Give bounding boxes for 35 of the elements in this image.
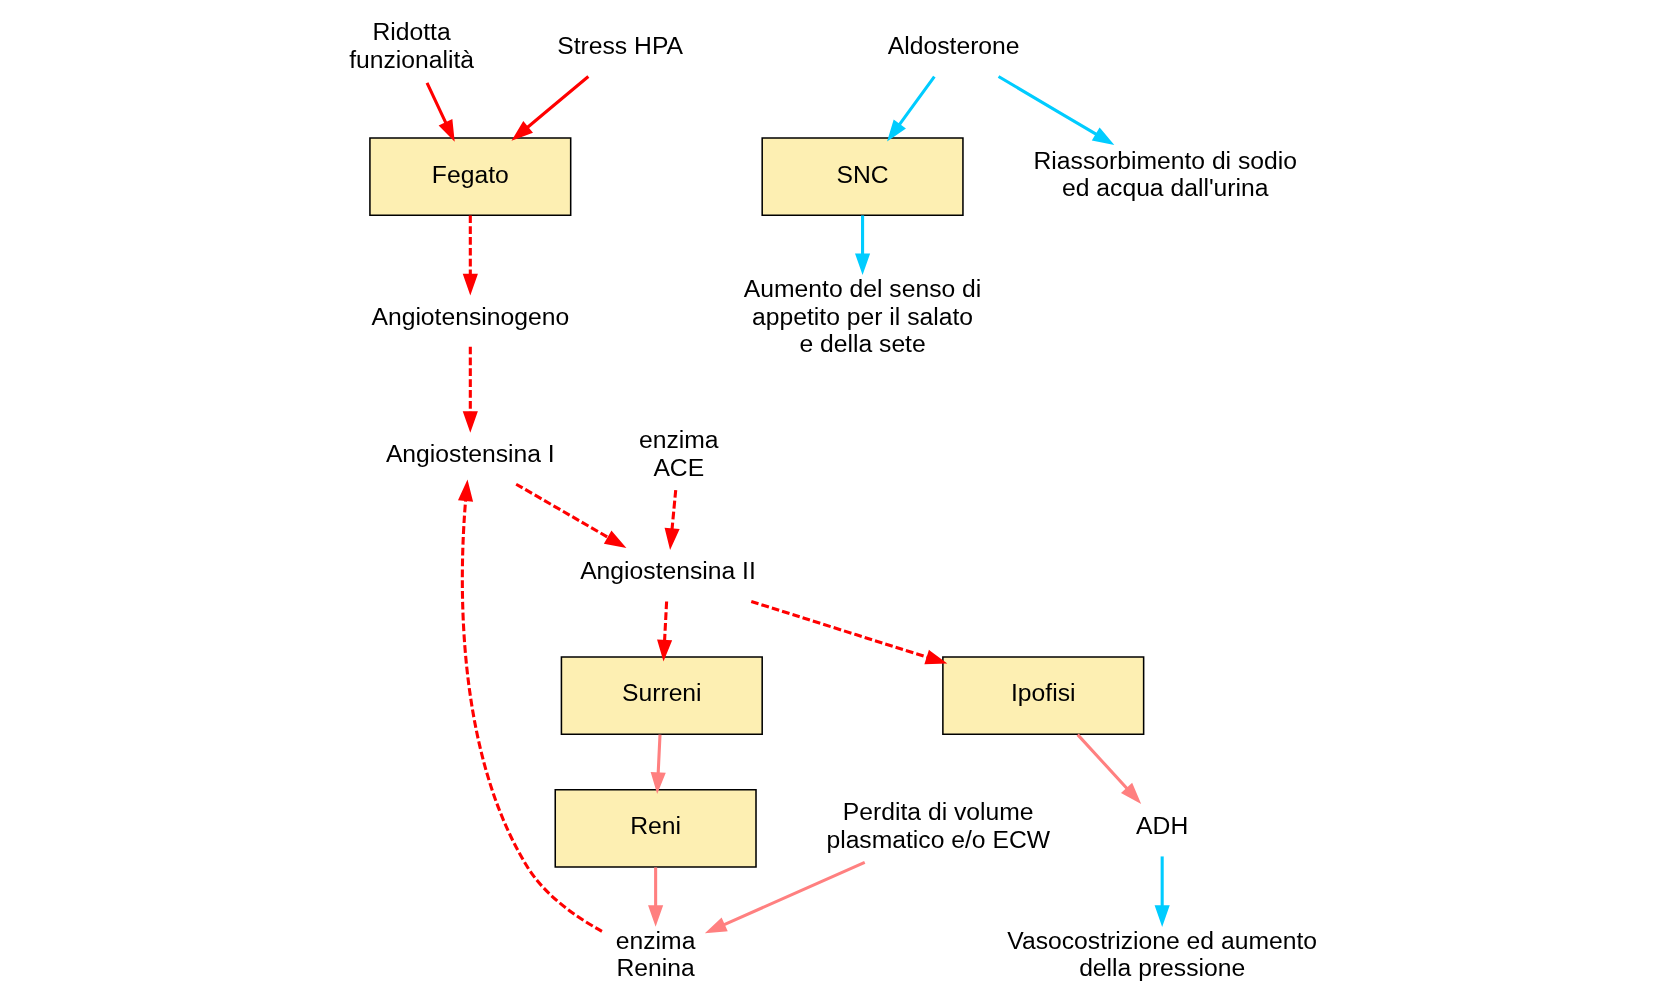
node-text: Stress HPA bbox=[556, 32, 683, 60]
node-text: Vasocostrizione ed aumento della pressione bbox=[1006, 926, 1317, 982]
arrow bbox=[462, 215, 478, 296]
arrow bbox=[656, 601, 672, 662]
node-text: Riassorbimento di sodio ed acqua dall'urina bbox=[1033, 146, 1297, 202]
arrow bbox=[514, 482, 626, 548]
arrow bbox=[1076, 733, 1141, 804]
arrow bbox=[854, 215, 870, 276]
arrow bbox=[647, 867, 663, 927]
arrow bbox=[462, 346, 478, 433]
arrow bbox=[704, 861, 865, 934]
node-text: Ridotta funzionalità bbox=[348, 18, 474, 74]
arrow bbox=[886, 75, 936, 142]
node-text: Aldosterone bbox=[887, 32, 1020, 60]
node-text: enzima ACE bbox=[638, 426, 719, 481]
node-text: Angiostensina I bbox=[385, 440, 555, 468]
arrow bbox=[511, 75, 589, 141]
arrow bbox=[664, 490, 680, 550]
node-box: Ipofisi bbox=[941, 656, 1144, 735]
node-box: Reni bbox=[554, 789, 757, 868]
arrow bbox=[1154, 856, 1170, 927]
arrow bbox=[425, 82, 455, 142]
arrow bbox=[997, 75, 1114, 145]
arrow bbox=[457, 479, 603, 933]
node-box: Surreni bbox=[560, 656, 763, 735]
node-box: SNC bbox=[760, 137, 964, 216]
node-box: Fegato bbox=[368, 137, 571, 216]
arrow bbox=[750, 600, 947, 665]
arrow bbox=[650, 734, 666, 795]
node-text: Angiostensina II bbox=[579, 557, 756, 585]
node-text: Perdita di volume plasmatico e/o ECW bbox=[825, 798, 1050, 854]
node-text: Angiotensinogeno bbox=[370, 302, 569, 330]
node-text: Aumento del senso di appetito per il salato e della sete bbox=[743, 274, 981, 358]
node-text: enzima Renina bbox=[615, 926, 695, 982]
node-text: ADH bbox=[1135, 812, 1188, 840]
